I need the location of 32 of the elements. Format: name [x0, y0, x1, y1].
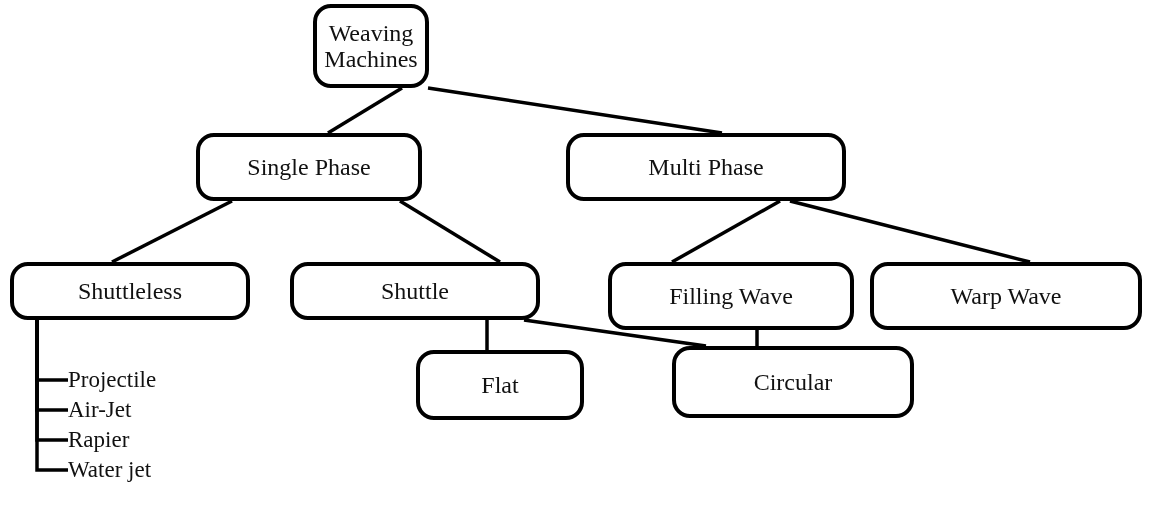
connector-line	[523, 318, 707, 348]
connector-line	[789, 199, 1031, 264]
connector-line	[111, 199, 233, 264]
box-label: Multi Phase	[648, 153, 764, 181]
rounded-box	[10, 262, 250, 320]
rounded-box	[870, 262, 1142, 330]
list-item: Air-Jet	[68, 394, 218, 426]
box-label: Warp Wave	[950, 282, 1062, 310]
box-label: Shuttleless	[78, 277, 182, 305]
box-label: Shuttle	[381, 277, 449, 305]
rounded-box	[290, 262, 540, 320]
rounded-box	[416, 350, 584, 420]
connector-line	[427, 86, 723, 135]
box-label: Single Phase	[247, 153, 371, 181]
rounded-box	[196, 133, 422, 201]
list-item: Rapier	[68, 424, 218, 456]
box-label: Weaving Machines	[323, 19, 419, 73]
box-label: Flat	[481, 371, 519, 399]
connector-line	[399, 199, 501, 264]
rounded-box	[608, 262, 854, 330]
connector-line	[755, 330, 759, 346]
box-label: Circular	[753, 368, 833, 396]
rounded-box	[672, 346, 914, 418]
list-item: Projectile	[68, 364, 218, 396]
box-label: Filling Wave	[669, 282, 793, 310]
connector-line	[485, 320, 489, 350]
list-item: Water jet	[68, 454, 218, 486]
rounded-box	[313, 4, 429, 88]
connector-line	[671, 199, 781, 264]
connector-line	[327, 86, 403, 135]
connector-line	[35, 320, 68, 472]
rounded-box	[566, 133, 846, 201]
